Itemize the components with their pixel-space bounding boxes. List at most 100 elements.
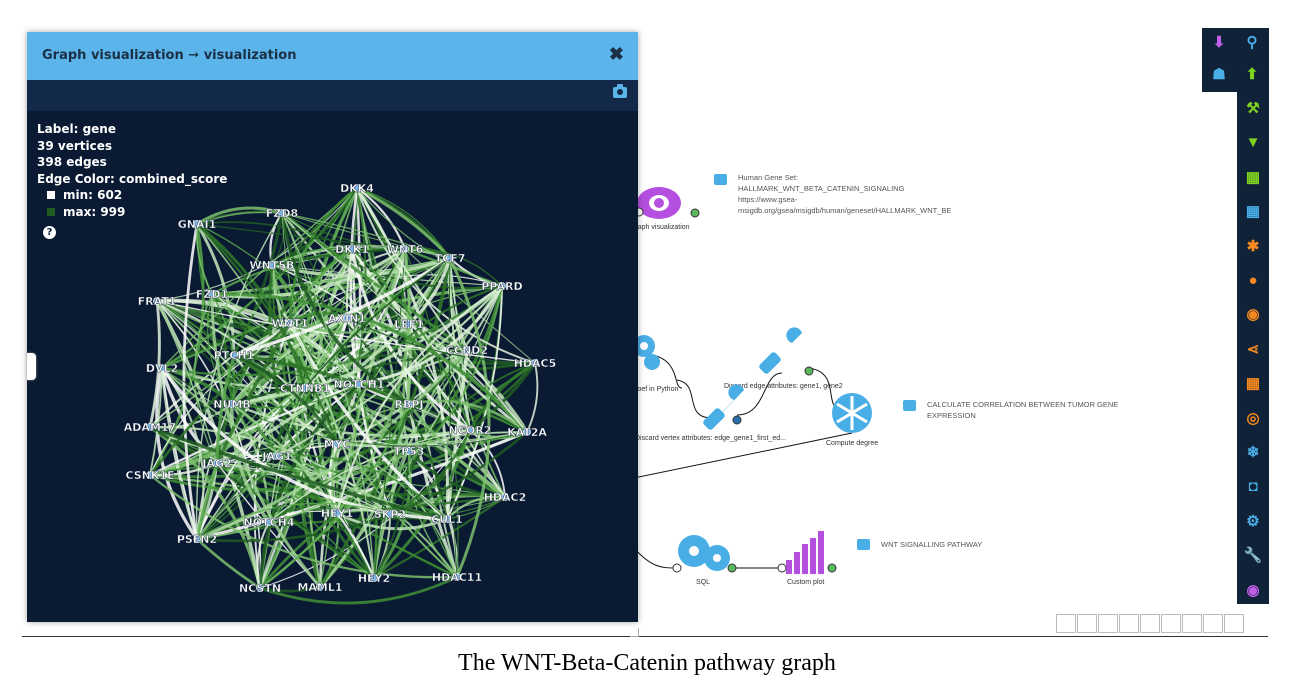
graph-vertex[interactable]: [193, 220, 201, 228]
graph-info: Label: gene 39 vertices 398 edges Edge C…: [37, 121, 227, 240]
graph-edge: [259, 585, 321, 593]
graph-edge: [211, 247, 406, 299]
note-icon[interactable]: [903, 400, 916, 411]
note-icon[interactable]: [857, 539, 870, 550]
workflow-node-label: Custom plot: [787, 579, 824, 586]
workflow-node-custom-plot[interactable]: Custom plot: [777, 531, 837, 586]
graph-vertex[interactable]: [146, 423, 154, 431]
page-box[interactable]: [1182, 614, 1202, 633]
graph-vertex[interactable]: [286, 319, 294, 327]
resize-handle[interactable]: [630, 628, 639, 637]
graph-edge: [336, 285, 503, 445]
page-box[interactable]: [1140, 614, 1160, 633]
cogs-icon[interactable]: ⚙: [1246, 512, 1260, 530]
share-icon[interactable]: ⋖: [1246, 340, 1260, 358]
graph-vertex-label: NCSTN: [239, 582, 281, 595]
graph-vertex[interactable]: [405, 400, 413, 408]
graph-edge: [259, 403, 411, 589]
graph-vertex[interactable]: [268, 261, 276, 269]
graph-vertex[interactable]: [531, 359, 539, 367]
upload-icon[interactable]: ⬆: [1245, 66, 1259, 83]
graph-vertex[interactable]: [333, 440, 341, 448]
graph-vertex[interactable]: [348, 245, 356, 253]
workflow-node-python[interactable]: coef in Python: [633, 335, 678, 393]
graph-vertex[interactable]: [228, 400, 236, 408]
wrench-icon[interactable]: 🔧: [1243, 547, 1263, 565]
graph-edge: [156, 300, 338, 514]
graph-visualization-panel[interactable]: Graph visualization ➞ visualization ✖ DK…: [27, 32, 638, 622]
graph-vertex[interactable]: [208, 290, 216, 298]
page-box[interactable]: [1203, 614, 1223, 633]
graph-edge: [268, 248, 406, 523]
graph-vertex-label: FZD8: [266, 207, 298, 220]
graph-vertex[interactable]: [386, 510, 394, 518]
workflow-node-sql[interactable]: SQL: [672, 535, 737, 586]
page-box[interactable]: [1224, 614, 1244, 633]
graph-edge: [469, 362, 537, 432]
page-box[interactable]: [1077, 614, 1097, 633]
graph-vertex[interactable]: [333, 509, 341, 517]
globe-icon[interactable]: ●: [1248, 271, 1258, 289]
search-icon[interactable]: ⚲: [1246, 34, 1258, 51]
graph-vertex[interactable]: [316, 583, 324, 591]
graph-edge: [196, 450, 410, 540]
grid-icon[interactable]: ▦: [1245, 168, 1261, 186]
graph-vertex[interactable]: [256, 584, 264, 592]
graph-vertex[interactable]: [213, 459, 221, 467]
page-box[interactable]: [1056, 614, 1076, 633]
camera-icon[interactable]: [613, 84, 627, 98]
workflow-node-graph-visualization[interactable]: Graph visualization: [630, 187, 700, 231]
graph-edge: [271, 244, 406, 266]
graph-vertex[interactable]: [278, 209, 286, 217]
circle-icon[interactable]: ◉: [1246, 306, 1260, 324]
graph-vertex[interactable]: [265, 518, 273, 526]
page-box[interactable]: [1161, 614, 1181, 633]
graph-vertex[interactable]: [370, 574, 378, 582]
robot-icon[interactable]: ◘: [1248, 477, 1258, 495]
graph-vertex[interactable]: [153, 297, 161, 305]
blocks-icon[interactable]: ▦: [1245, 375, 1261, 393]
graph-vertex[interactable]: [273, 452, 281, 460]
graph-vertex[interactable]: [501, 493, 509, 501]
note-icon[interactable]: [714, 174, 727, 185]
graph-vertex[interactable]: [146, 471, 154, 479]
workflow-node-compute-degree[interactable]: Compute degree: [826, 393, 878, 447]
snowflake-icon[interactable]: ❄: [1246, 444, 1260, 461]
panel-side-handle[interactable]: [27, 353, 36, 380]
workflow-node-discard-edge[interactable]: Discard edge attributes: gene1, gene2: [724, 327, 843, 390]
help-icon[interactable]: ?: [43, 226, 56, 239]
graph-vertex[interactable]: [463, 346, 471, 354]
eye-icon[interactable]: ◉: [1246, 581, 1260, 599]
workflow-edge: [633, 432, 853, 479]
page-box[interactable]: [1098, 614, 1118, 633]
graph-vertex[interactable]: [443, 515, 451, 523]
page-box[interactable]: [1119, 614, 1139, 633]
graph-vertex[interactable]: [401, 245, 409, 253]
graph-vertex[interactable]: [446, 254, 454, 262]
download-icon[interactable]: ⬇: [1212, 34, 1226, 51]
windows-icon[interactable]: ▦: [1245, 203, 1261, 221]
graph-vertex[interactable]: [158, 364, 166, 372]
graph-vertex[interactable]: [353, 184, 361, 192]
graph-vertex[interactable]: [453, 573, 461, 581]
graph-vertex[interactable]: [466, 426, 474, 434]
graph-vertex[interactable]: [343, 314, 351, 322]
graph-vertex[interactable]: [230, 351, 238, 359]
graph-vertex[interactable]: [301, 384, 309, 392]
panel-header[interactable]: Graph visualization ➞ visualization ✖: [27, 32, 638, 80]
workflow-node-discard-vertex[interactable]: Discard vertex attributes: edge_gene1_fi…: [635, 384, 786, 442]
podcast-icon[interactable]: ◎: [1246, 409, 1260, 427]
graph-vertex[interactable]: [355, 380, 363, 388]
hat-icon[interactable]: ☗: [1212, 66, 1226, 83]
graph-vertex[interactable]: [193, 535, 201, 543]
gavel-icon[interactable]: ⚒: [1246, 100, 1260, 117]
graph-vertex[interactable]: [405, 447, 413, 455]
filter-icon[interactable]: ▼: [1245, 133, 1261, 151]
close-icon[interactable]: ✖: [608, 44, 624, 64]
graph-vertex[interactable]: [498, 282, 506, 290]
graph-vertex[interactable]: [405, 320, 413, 328]
graph-vertex[interactable]: [523, 428, 531, 436]
asterisk-icon[interactable]: ✱: [1246, 237, 1260, 255]
